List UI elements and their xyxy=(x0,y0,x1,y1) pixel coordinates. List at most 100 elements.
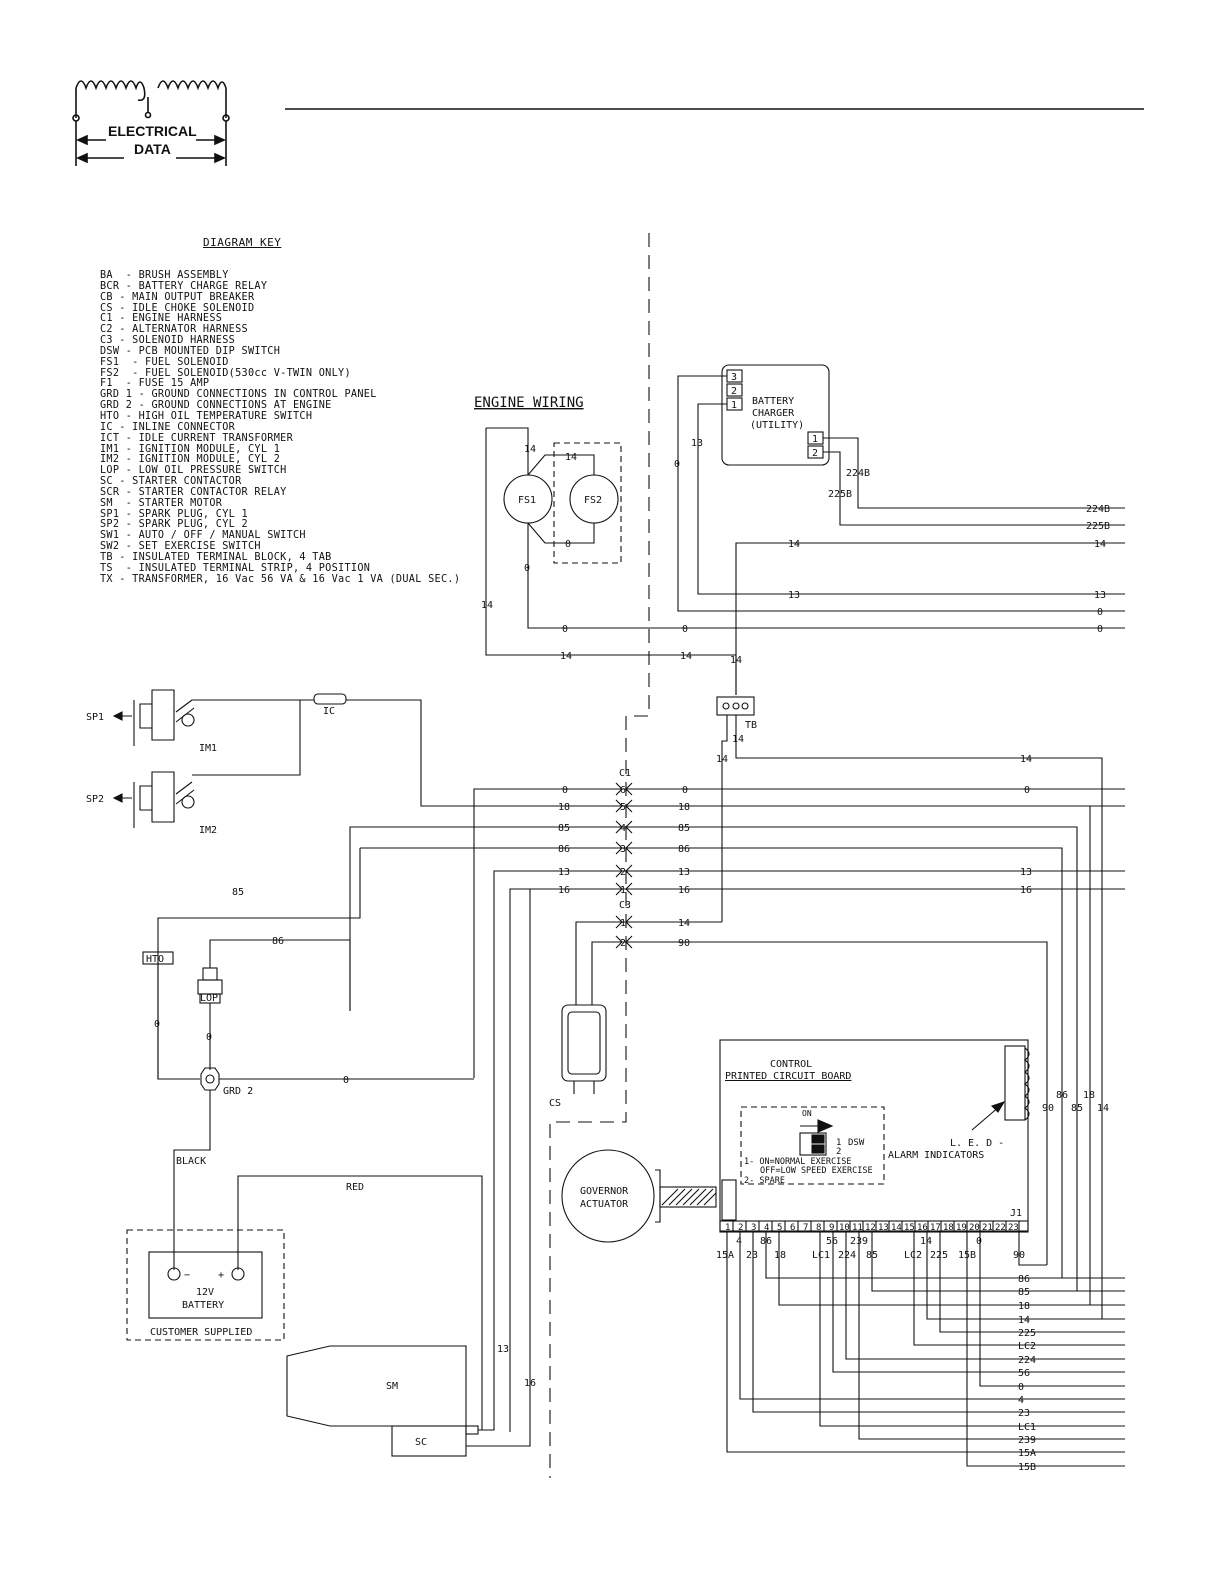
cs-label: CS xyxy=(549,1098,561,1109)
diagram-key-item: IM2 - IGNITION MODULE, CYL 2 xyxy=(100,454,281,466)
diagram-key-item: BCR - BATTERY CHARGE RELAY xyxy=(100,280,268,292)
diagram-key-item: SW2 - SET EXERCISE SWITCH xyxy=(100,541,261,553)
wire-label: 0 xyxy=(1097,607,1103,618)
wire-label: 14 xyxy=(1094,539,1106,550)
wire-label: 16 xyxy=(558,885,570,896)
wire-label: 0 xyxy=(562,785,568,796)
grd2-label: GRD 2 xyxy=(223,1086,253,1097)
logo-text-line1: ELECTRICAL xyxy=(108,123,197,139)
wire-label: 14 xyxy=(788,539,800,550)
wire-label: LC1 xyxy=(812,1250,830,1261)
bus-label: 224 xyxy=(1018,1355,1036,1366)
wire-label: 14 xyxy=(481,600,493,611)
wire-label: 85 xyxy=(558,823,570,834)
c1-pin-3: 3 xyxy=(620,844,626,855)
diagram-key-item: CB - MAIN OUTPUT BREAKER xyxy=(100,291,255,303)
wire-label: 16 xyxy=(1020,885,1032,896)
wire-label: 90 xyxy=(1042,1103,1054,1114)
im1-label: IM1 xyxy=(199,743,217,754)
spark-plug-ignition-cyl1 xyxy=(112,689,195,746)
wire-label: 14 xyxy=(920,1236,932,1247)
diagram-key-item: F1 - FUSE 15 AMP xyxy=(100,378,210,390)
diagram-key-item: TX - TRANSFORMER, 16 Vac 56 VA & 16 Vac … xyxy=(100,573,461,585)
diagram-key-item: C2 - ALTERNATOR HARNESS xyxy=(100,324,248,336)
bus-label: 23 xyxy=(1018,1408,1030,1419)
diagram-key-item: HTO - HIGH OIL TEMPERATURE SWITCH xyxy=(100,410,313,422)
wire-label: 13 xyxy=(497,1344,509,1355)
c1-pin-2: 2 xyxy=(620,867,626,878)
wire-label: 0 xyxy=(343,1075,349,1086)
bus-label: 225 xyxy=(1018,1328,1036,1339)
wire-label: 14 xyxy=(680,651,692,662)
bus-label: LC2 xyxy=(1018,1341,1036,1352)
wire-label: 16 xyxy=(678,885,690,896)
engine-boundary xyxy=(549,233,650,1478)
diagram-key-item: SCR - STARTER CONTACTOR RELAY xyxy=(100,486,287,498)
dsw-pos-2: 2 xyxy=(836,1147,841,1157)
wire-label: 239 xyxy=(850,1236,868,1247)
wire-label: 13 xyxy=(691,438,703,449)
wire-label: 0 xyxy=(682,624,688,635)
bus-label: 18 xyxy=(1018,1301,1030,1312)
wire-label: 86 xyxy=(558,844,570,855)
j1-pin-number: 8 xyxy=(816,1223,821,1233)
j1-pin-number: 21 xyxy=(982,1223,993,1233)
wire-label: 15A xyxy=(716,1250,734,1261)
c1-pin-6: 6 xyxy=(620,785,626,796)
charger-label-1: BATTERY xyxy=(752,396,794,407)
sp1-label: SP1 xyxy=(86,712,104,723)
wire-label: 85 xyxy=(232,887,244,898)
pcb-label-1: CONTROL xyxy=(770,1059,812,1070)
wire-label: 14 xyxy=(1097,1103,1109,1114)
j1-pin-number: 20 xyxy=(969,1223,980,1233)
j1-pin-number: 3 xyxy=(751,1223,756,1233)
wire-label: 224B xyxy=(1086,504,1110,515)
diagram-key-item: C1 - ENGINE HARNESS xyxy=(100,313,223,325)
sm-label: SM xyxy=(386,1381,398,1392)
wire-label: 0 xyxy=(565,539,571,550)
wire-label: 18 xyxy=(1083,1090,1095,1101)
diagram-key-item: SW1 - AUTO / OFF / MANUAL SWITCH xyxy=(100,530,306,542)
charger-pin-r1: 1 xyxy=(812,434,818,445)
diagram-key-item: BA - BRUSH ASSEMBLY xyxy=(100,270,229,281)
wire-label: 225B xyxy=(1086,521,1110,532)
led-label-2: ALARM INDICATORS xyxy=(888,1150,984,1161)
wire-label: 90 xyxy=(1013,1250,1025,1261)
wire-label: 14 xyxy=(560,651,572,662)
wire-label: 0 xyxy=(1024,785,1030,796)
engine-wiring-title: ENGINE WIRING xyxy=(474,395,584,411)
wire-label: 56 xyxy=(826,1236,838,1247)
diagram-key-item: DSW - PCB MOUNTED DIP SWITCH xyxy=(100,345,281,357)
diagram-key-item: FS1 - FUEL SOLENOID xyxy=(100,356,229,368)
diagram-key-item: TS - INSULATED TERMINAL STRIP, 4 POSITIO… xyxy=(100,562,371,574)
wire-label: 13 xyxy=(1020,867,1032,878)
wire-label: 0 xyxy=(1097,624,1103,635)
diagram-key-item: LOP - LOW OIL PRESSURE SWITCH xyxy=(100,465,287,477)
c1-pin-1: 1 xyxy=(620,885,626,896)
wire-label: 224B xyxy=(846,468,870,479)
dsw-pos-1: 1 xyxy=(836,1138,841,1148)
j1-pin-number: 14 xyxy=(891,1223,902,1233)
led-label-1: L. E. D - xyxy=(950,1138,1004,1149)
bus-label: 86 xyxy=(1018,1274,1030,1285)
wire-label: 14 xyxy=(678,918,690,929)
c3-pin-2: 2 xyxy=(620,938,626,949)
wire-label: 85 xyxy=(1071,1103,1083,1114)
wire-label: 90 xyxy=(678,938,690,949)
governor-actuator xyxy=(561,1149,655,1243)
led-alarm-indicators xyxy=(971,1045,1030,1131)
bus-label: 56 xyxy=(1018,1368,1030,1379)
charger-label-2: CHARGER xyxy=(752,408,795,419)
charger-label-3: (UTILITY) xyxy=(750,420,804,431)
red-wire-label: RED xyxy=(346,1182,364,1193)
lop-label: LOP xyxy=(200,993,218,1004)
choke-solenoid-cs xyxy=(561,1004,607,1082)
charger-pin-3: 3 xyxy=(731,372,737,383)
wire-label: 86 xyxy=(678,844,690,855)
charger-pin-r2: 2 xyxy=(812,448,818,459)
wire-label: 225 xyxy=(930,1250,948,1261)
wire-label: 86 xyxy=(272,936,284,947)
hto-label: HTO xyxy=(146,954,164,965)
battery-charger-box xyxy=(721,364,830,466)
